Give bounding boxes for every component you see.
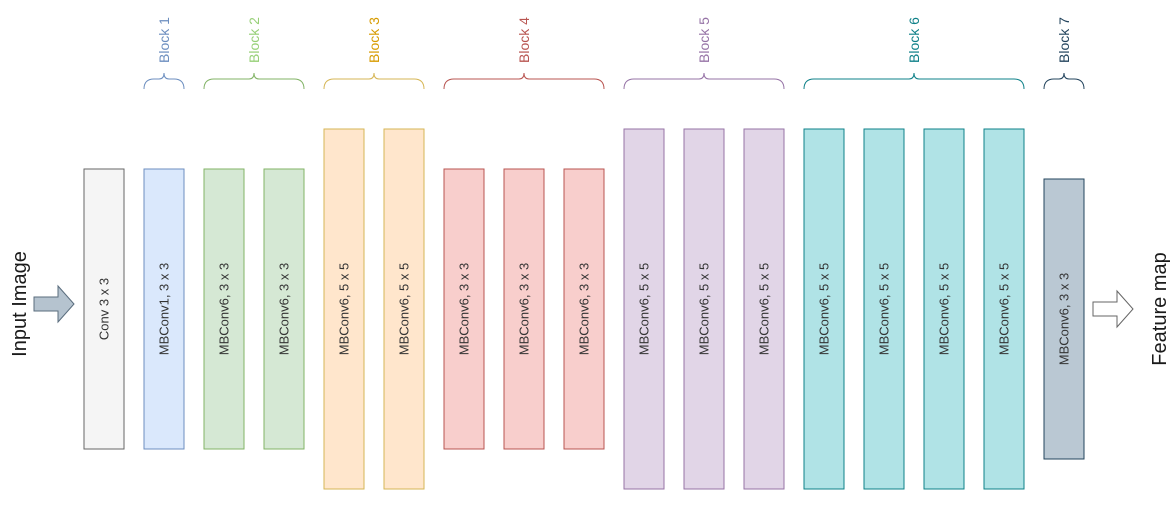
- layer-label: MBConv6, 5 x 5: [877, 263, 892, 356]
- layer-label: MBConv6, 3 x 3: [1057, 273, 1072, 366]
- layer-box: [1043, 178, 1085, 460]
- layer-box: [623, 128, 665, 490]
- layer-box: [503, 168, 545, 450]
- layer-box: [203, 168, 245, 450]
- layer-label: MBConv6, 3 x 3: [277, 263, 292, 356]
- block-label: Block 5: [696, 17, 712, 63]
- layer-label: MBConv6, 5 x 5: [757, 263, 772, 356]
- block-brace: [323, 72, 425, 90]
- block-label: Block 4: [516, 17, 532, 63]
- layer-box: [143, 168, 185, 450]
- layer-label: MBConv6, 5 x 5: [997, 263, 1012, 356]
- layer-box: [863, 128, 905, 490]
- block-label: Block 2: [246, 17, 262, 63]
- output-arrow-icon: [1092, 289, 1134, 329]
- layer-box: [323, 128, 365, 490]
- layer-label: MBConv1, 3 x 3: [157, 263, 172, 356]
- layer-label: MBConv6, 3 x 3: [457, 263, 472, 356]
- block-brace: [443, 72, 605, 90]
- layer-box: [803, 128, 845, 490]
- layer-label: MBConv6, 3 x 3: [217, 263, 232, 356]
- block-brace: [203, 72, 305, 90]
- layer-label: MBConv6, 5 x 5: [337, 263, 352, 356]
- layer-box: [983, 128, 1025, 490]
- input-arrow-icon: [33, 284, 75, 324]
- block-brace: [803, 72, 1025, 90]
- layer-label: MBConv6, 5 x 5: [937, 263, 952, 356]
- layers-group: Conv 3 x 3 MBConv1, 3 x 3 Block 1 MBConv6, …: [83, 17, 1085, 490]
- layer-label: Conv 3 x 3: [97, 278, 112, 340]
- layer-box: [923, 128, 965, 490]
- block-label: Block 6: [906, 17, 922, 63]
- block-label: Block 7: [1056, 17, 1072, 63]
- input-image-label: Input Image: [9, 251, 31, 357]
- layer-box: [443, 168, 485, 450]
- block-brace: [143, 72, 185, 90]
- block-label: Block 3: [366, 17, 382, 63]
- block-label: Block 1: [156, 17, 172, 63]
- layer-label: MBConv6, 3 x 3: [517, 263, 532, 356]
- feature-map-label: Feature map: [1149, 252, 1171, 365]
- layer-label: MBConv6, 5 x 5: [637, 263, 652, 356]
- layer-box: [83, 168, 125, 450]
- layer-label: MBConv6, 5 x 5: [697, 263, 712, 356]
- layer-label: MBConv6, 5 x 5: [397, 263, 412, 356]
- layer-label: MBConv6, 3 x 3: [577, 263, 592, 356]
- block-brace: [1043, 72, 1085, 90]
- layer-box: [743, 128, 785, 490]
- layer-box: [683, 128, 725, 490]
- layer-box: [263, 168, 305, 450]
- layer-box: [563, 168, 605, 450]
- layer-box: [383, 128, 425, 490]
- layer-label: MBConv6, 5 x 5: [817, 263, 832, 356]
- block-brace: [623, 72, 785, 90]
